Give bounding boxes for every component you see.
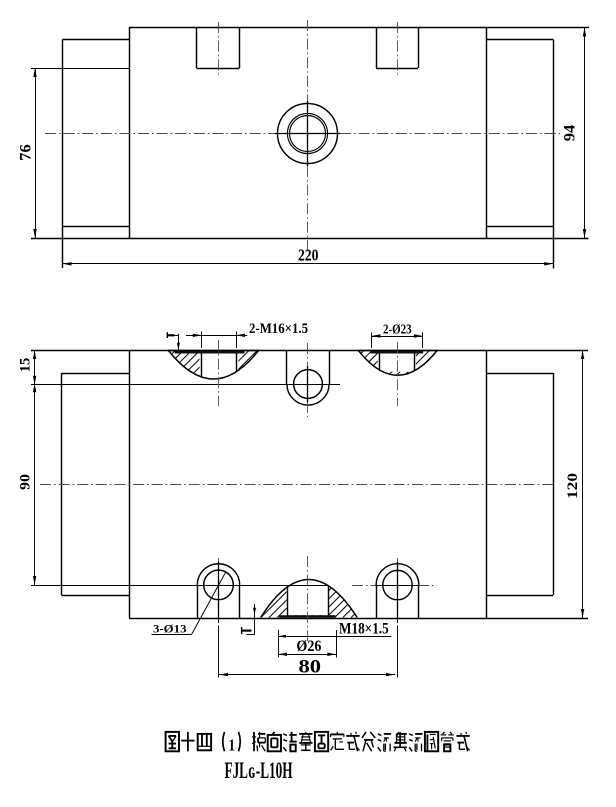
svg-text:2-M16×1.5: 2-M16×1.5	[249, 321, 308, 337]
svg-text:80: 80	[299, 657, 322, 678]
svg-text:15: 15	[18, 358, 34, 373]
svg-text:76: 76	[18, 144, 35, 160]
svg-text:2-Ø23: 2-Ø23	[383, 321, 412, 336]
svg-text:120: 120	[565, 473, 581, 499]
svg-text:M18×1.5: M18×1.5	[339, 621, 389, 638]
svg-text:Ø26: Ø26	[296, 638, 321, 655]
svg-text:3-Ø13: 3-Ø13	[153, 624, 187, 636]
svg-text:94: 94	[562, 125, 579, 141]
svg-text:1: 1	[228, 735, 235, 754]
svg-text:90: 90	[18, 474, 34, 490]
svg-text:220: 220	[298, 245, 319, 264]
svg-text:FJLɢ-L10H: FJLɢ-L10H	[225, 758, 293, 784]
